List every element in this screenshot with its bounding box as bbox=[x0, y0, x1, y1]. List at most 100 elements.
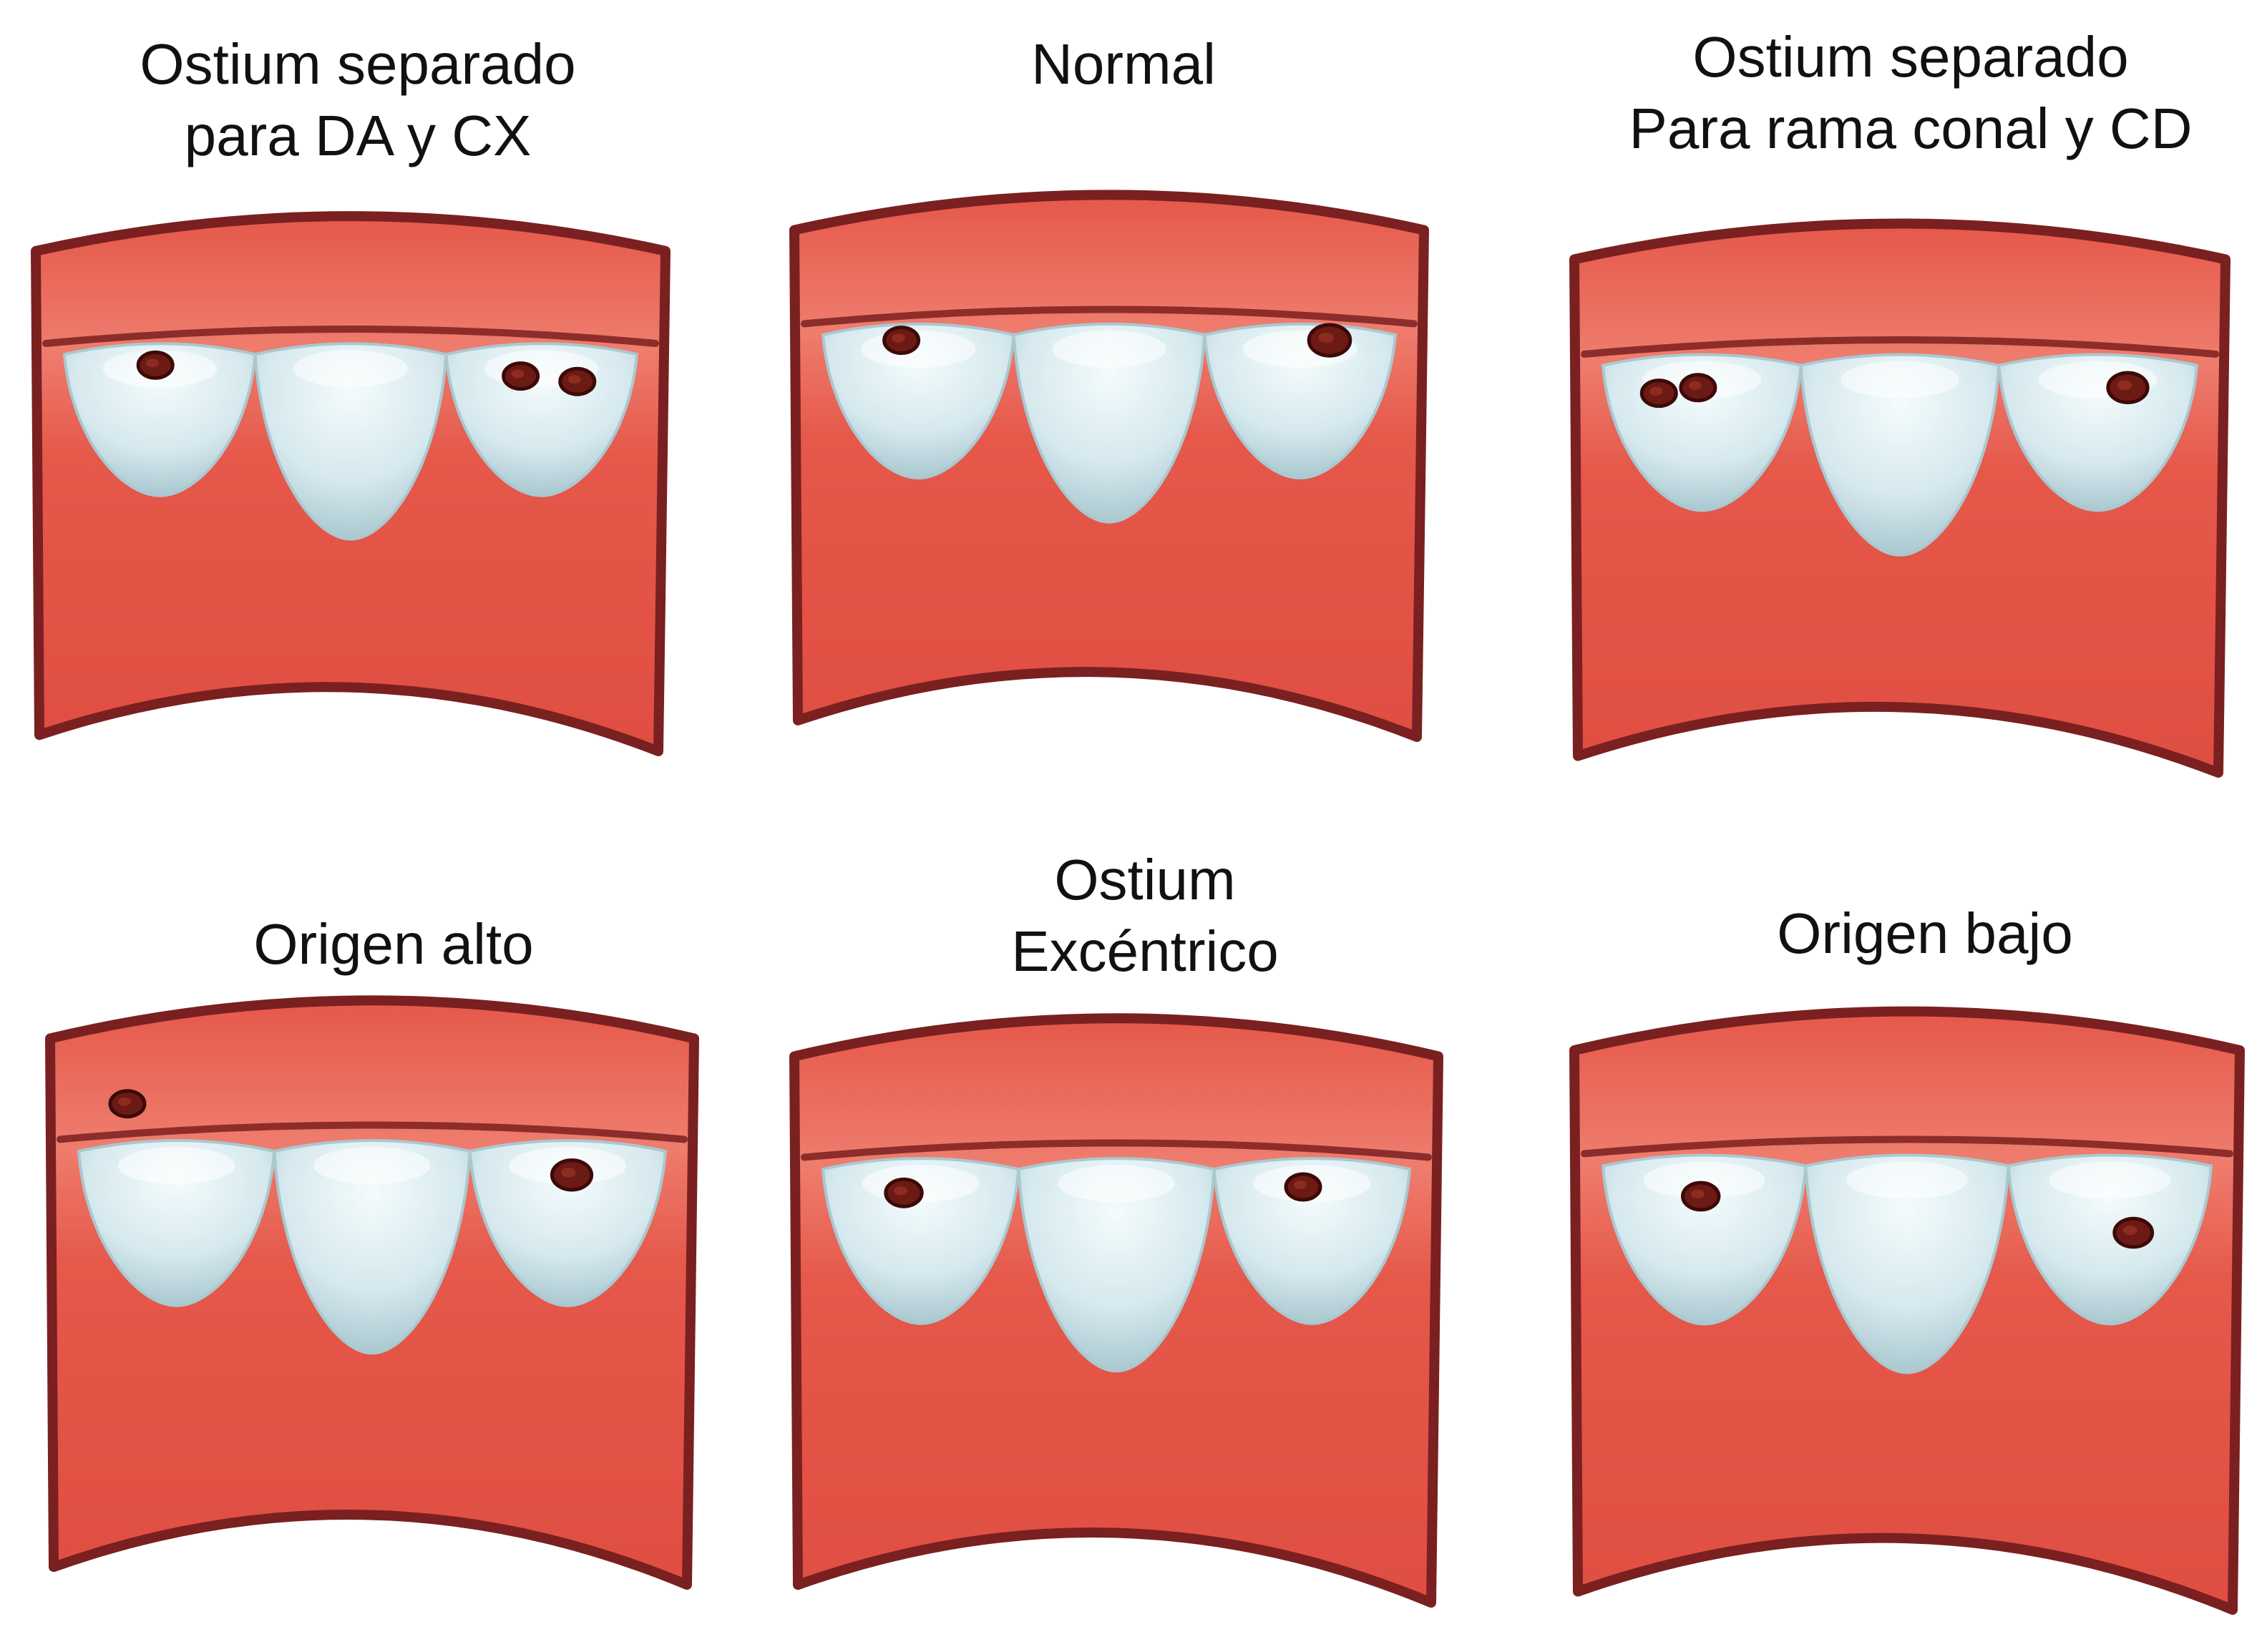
left-coronary-cusp bbox=[821, 1157, 1020, 1325]
coronary-ostium bbox=[550, 1158, 594, 1192]
coronary-ostium bbox=[2106, 371, 2150, 404]
ostium-highlight bbox=[567, 375, 581, 384]
sinus-highlight bbox=[2038, 361, 2158, 399]
non-coronary-cusp bbox=[1804, 1153, 2010, 1374]
sinus-highlight bbox=[1841, 361, 1959, 399]
panel-title-line: Ostium separado bbox=[1692, 25, 2129, 89]
right-coronary-cusp bbox=[468, 1139, 668, 1307]
left-coronary-cusp bbox=[1601, 1153, 1808, 1326]
non-coronary-cusp bbox=[1799, 353, 2001, 557]
coronary-ostium bbox=[558, 366, 597, 396]
aortic-root-panel bbox=[789, 190, 1429, 742]
ostium-highlight bbox=[894, 1186, 908, 1196]
left-coronary-cusp bbox=[77, 1139, 276, 1307]
panel-title-line: Origen bajo bbox=[1777, 901, 2073, 965]
aortic-wall bbox=[789, 1013, 1443, 1608]
right-coronary-cusp bbox=[444, 342, 639, 497]
aortic-wall bbox=[31, 211, 671, 756]
aortic-root-panel bbox=[31, 211, 671, 756]
sinus-highlight bbox=[1058, 1165, 1175, 1203]
sinotubular-junction bbox=[42, 326, 659, 347]
ostium-highlight bbox=[1318, 332, 1334, 343]
sinus-highlight bbox=[2049, 1161, 2171, 1199]
right-coronary-cusp bbox=[1203, 322, 1398, 480]
coronary-ostium bbox=[136, 350, 175, 380]
panel-title-line: Para rama conal y CD bbox=[1629, 97, 2193, 160]
coronary-ostium bbox=[1681, 1181, 1721, 1212]
panel-title: Ostium separado Para rama conal y CD bbox=[1596, 21, 2225, 165]
non-coronary-cusp bbox=[1017, 1157, 1216, 1373]
ostium-highlight bbox=[511, 369, 525, 378]
aortic-root-panel bbox=[789, 1013, 1443, 1608]
aortic-wall bbox=[45, 995, 699, 1590]
sinus-highlight bbox=[484, 350, 599, 388]
aortic-root-panel bbox=[1569, 1006, 2245, 1615]
coronary-ostium bbox=[2112, 1216, 2155, 1249]
coronary-ostium bbox=[884, 1177, 924, 1208]
sinus-highlight bbox=[1052, 330, 1166, 368]
panel-title: Ostium separado para DA y CX bbox=[129, 29, 587, 172]
right-coronary-cusp bbox=[1997, 353, 2199, 512]
sinus-highlight bbox=[1642, 361, 1762, 399]
ostium-highlight bbox=[118, 1097, 131, 1106]
sinus-highlight bbox=[861, 330, 976, 368]
ostium-highlight bbox=[561, 1167, 576, 1178]
ostium-highlight bbox=[1294, 1181, 1307, 1189]
aortic-root-panel bbox=[1569, 218, 2231, 778]
panel-title-line: Ostium bbox=[1054, 848, 1236, 911]
ostium-highlight bbox=[2117, 380, 2132, 391]
sinotubular-junction bbox=[1581, 1135, 2233, 1158]
coronary-ostium bbox=[882, 326, 921, 356]
right-coronary-cusp bbox=[2007, 1153, 2213, 1326]
sinotubular-junction bbox=[1581, 336, 2219, 358]
coronary-ostium bbox=[1639, 378, 1678, 409]
left-coronary-cusp bbox=[1601, 353, 1803, 512]
ostium-highlight bbox=[146, 358, 160, 368]
left-coronary-cusp bbox=[821, 322, 1015, 480]
coronary-ostium bbox=[108, 1089, 147, 1119]
sinus-highlight bbox=[102, 350, 218, 388]
sinus-highlight bbox=[117, 1147, 235, 1185]
sinus-highlight bbox=[1846, 1161, 1968, 1199]
non-coronary-cusp bbox=[1012, 322, 1206, 524]
non-coronary-cusp bbox=[273, 1139, 472, 1355]
panel-title-line: Normal bbox=[1031, 32, 1216, 96]
coronary-ostium bbox=[1307, 323, 1352, 358]
coronary-ostium bbox=[1679, 373, 1717, 403]
ostium-highlight bbox=[1691, 1189, 1705, 1199]
panel-title-line: Excéntrico bbox=[1011, 919, 1279, 983]
sinus-highlight bbox=[1242, 330, 1357, 368]
panel-title-line: Ostium separado bbox=[140, 32, 576, 96]
right-coronary-cusp bbox=[1212, 1157, 1412, 1325]
sinus-highlight bbox=[293, 350, 408, 388]
ostium-highlight bbox=[2122, 1226, 2137, 1236]
panel-title: Ostium Excéntrico bbox=[916, 844, 1374, 987]
sinus-highlight bbox=[1253, 1165, 1371, 1203]
non-coronary-cusp bbox=[253, 342, 448, 541]
ostium-highlight bbox=[892, 333, 905, 343]
ostium-highlight bbox=[1649, 386, 1663, 396]
sinotubular-junction bbox=[801, 1139, 1432, 1161]
aortic-root-panel bbox=[45, 995, 699, 1590]
aortic-wall bbox=[789, 190, 1429, 742]
left-coronary-cusp bbox=[62, 342, 257, 497]
coronary-ostium bbox=[1284, 1172, 1322, 1202]
coronary-ostium bbox=[502, 361, 540, 391]
panel-title: Origen alto bbox=[165, 909, 623, 980]
sinotubular-junction bbox=[801, 306, 1418, 328]
ostium-highlight bbox=[1688, 381, 1702, 390]
aortic-wall bbox=[1569, 218, 2231, 778]
panel-title-line: Origen alto bbox=[253, 912, 534, 976]
panel-title: Normal bbox=[894, 29, 1352, 100]
sinus-highlight bbox=[313, 1147, 431, 1185]
panel-title-line: para DA y CX bbox=[184, 104, 532, 167]
sinus-highlight bbox=[862, 1165, 980, 1203]
sinus-highlight bbox=[1643, 1161, 1765, 1199]
